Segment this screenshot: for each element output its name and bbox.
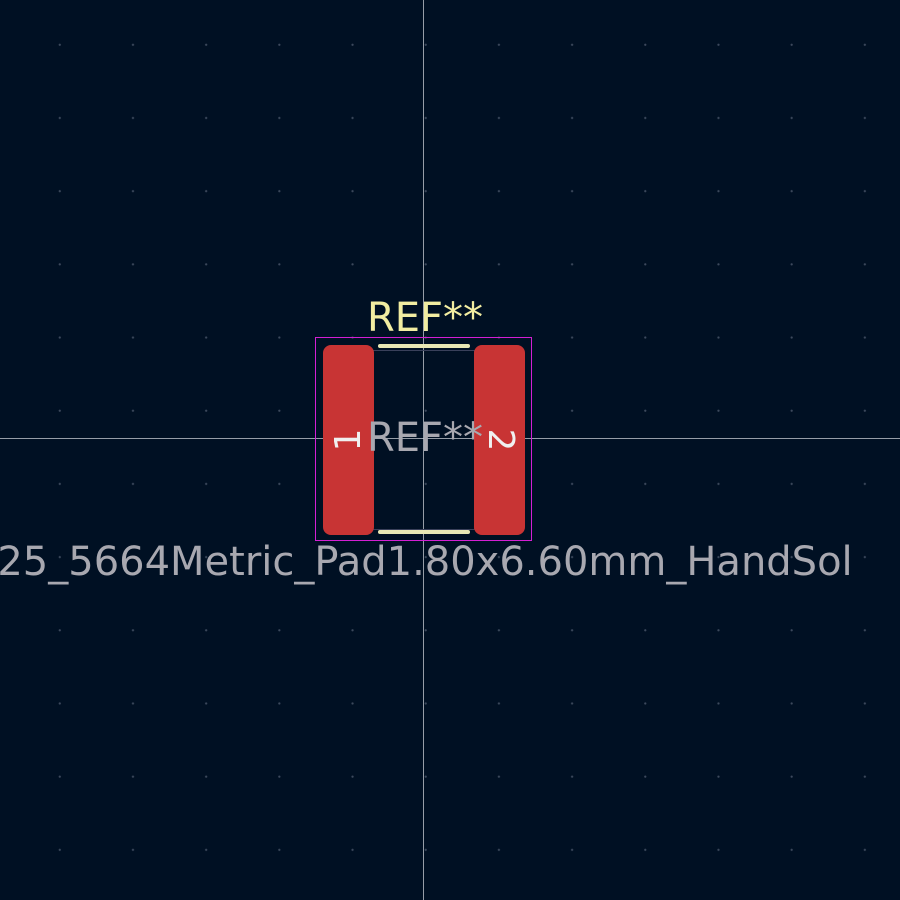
silkscreen-line-bottom bbox=[378, 530, 470, 534]
pad-1[interactable]: 1 bbox=[323, 345, 374, 535]
pad-number-label: 2 bbox=[479, 428, 521, 452]
reference-silkscreen-text[interactable]: REF** bbox=[366, 295, 484, 341]
crosshair-vertical bbox=[423, 0, 424, 900]
reference-fab-text[interactable]: REF** bbox=[366, 415, 484, 461]
pad-2[interactable]: 2 bbox=[474, 345, 525, 535]
pad-number-label: 1 bbox=[327, 428, 369, 452]
courtyard-outline bbox=[315, 337, 532, 541]
footprint-value-text[interactable]: 25_5664Metric_Pad1.80x6.60mm_HandSol bbox=[0, 539, 853, 585]
crosshair-horizontal bbox=[0, 438, 900, 439]
silkscreen-line-top bbox=[378, 344, 470, 348]
